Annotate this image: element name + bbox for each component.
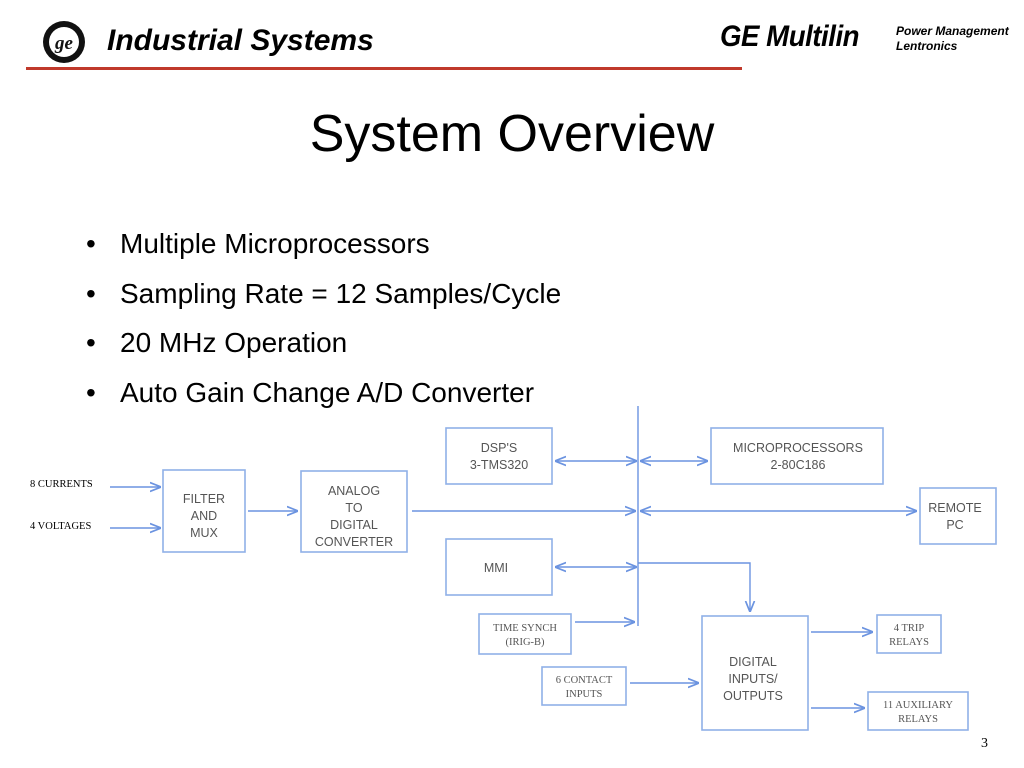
- microprocessors-label: 2-80C186: [771, 458, 826, 472]
- filter-mux-label: MUX: [190, 526, 218, 540]
- filter-mux-label: FILTER: [183, 492, 225, 506]
- header-title: Industrial Systems: [107, 24, 374, 57]
- input-label-currents: 8 CURRENTS: [30, 479, 93, 490]
- dsp-label: 3-TMS320: [470, 458, 528, 472]
- time-synch-box: [478, 613, 572, 655]
- remote-pc-label: REMOTE: [928, 501, 981, 515]
- slide-title: System Overview: [309, 105, 715, 163]
- adc-label: DIGITAL: [330, 518, 378, 532]
- microprocessors-box: [710, 427, 884, 485]
- time-synch-label: (IRIG-B): [505, 637, 545, 648]
- dsp-box: [445, 427, 553, 485]
- bullet-text: 20 MHz Operation: [120, 327, 348, 358]
- ge-logo-icon: ge: [43, 21, 85, 63]
- aux-relays-label: 11 AUXILIARY: [883, 700, 953, 711]
- digital-io-label: INPUTS/: [728, 672, 778, 686]
- microprocessors-label: MICROPROCESSORS: [733, 441, 863, 455]
- contact-inputs-label: INPUTS: [566, 689, 603, 700]
- bullet-list: •Multiple Microprocessors •Sampling Rate…: [86, 228, 561, 426]
- brand-sub-power-management: Power Management: [896, 24, 1009, 38]
- brand-name: GE Multilin: [720, 20, 860, 53]
- contact-inputs-label: 6 CONTACT: [556, 675, 613, 686]
- bullet-text: Multiple Microprocessors: [120, 228, 430, 259]
- trip-relays-label: 4 TRIP: [894, 623, 925, 634]
- aux-relays-label: RELAYS: [898, 714, 938, 725]
- remote-pc-box: [919, 487, 997, 545]
- bullet-item: •20 MHz Operation: [86, 327, 348, 358]
- bullet-item: •Multiple Microprocessors: [86, 228, 430, 259]
- input-label-voltages: 4 VOLTAGES: [30, 521, 91, 532]
- mmi-box: [445, 538, 553, 596]
- bullet-text: Sampling Rate = 12 Samples/Cycle: [120, 277, 562, 309]
- digital-io-label: OUTPUTS: [723, 689, 783, 703]
- trip-relays-label: RELAYS: [889, 637, 929, 648]
- page-number: 3: [981, 736, 988, 751]
- brand-sub-lentronics: Lentronics: [896, 39, 958, 53]
- digital-io-box: [701, 615, 809, 731]
- trip-relays-box: [876, 614, 942, 654]
- adc-box: [300, 470, 408, 553]
- bullet-item: •Sampling Rate = 12 Samples/Cycle: [86, 277, 562, 309]
- contact-inputs-box: [541, 666, 627, 706]
- aux-relays-box: [867, 691, 969, 731]
- bullet-text: Auto Gain Change A/D Converter: [120, 376, 535, 408]
- svg-text:ge: ge: [54, 33, 74, 54]
- brand-subtitle: Power Management Lentronics: [896, 24, 1009, 54]
- header-rule: [26, 67, 742, 70]
- adc-label: TO: [345, 501, 362, 515]
- remote-pc-label: PC: [946, 518, 963, 532]
- adc-label: ANALOG: [328, 484, 380, 498]
- filter-mux-box: [162, 469, 246, 553]
- dsp-label: DSP'S: [481, 441, 517, 455]
- digital-io-label: DIGITAL: [729, 655, 777, 669]
- adc-label: CONVERTER: [315, 535, 393, 549]
- time-synch-label: TIME SYNCH: [493, 623, 557, 634]
- arrow-bus-to-digital-io: [638, 562, 750, 611]
- filter-mux-label: AND: [191, 509, 217, 523]
- mmi-label: MMI: [484, 561, 508, 575]
- bullet-item: •Auto Gain Change A/D Converter: [86, 376, 535, 408]
